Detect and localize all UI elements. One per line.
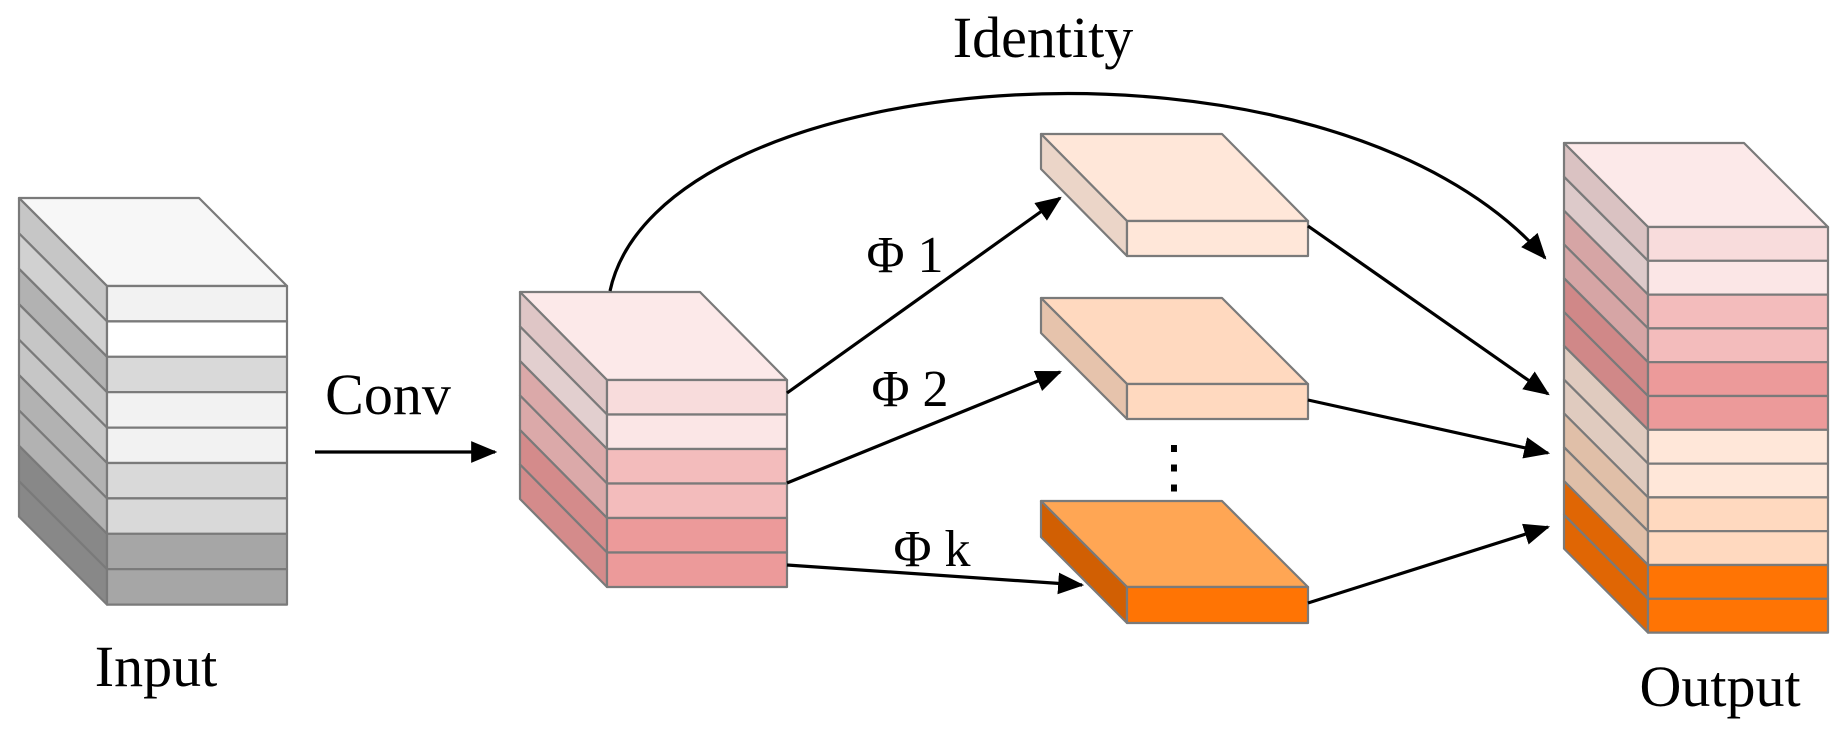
block-front-layer [1646, 428, 1830, 465]
input-label: Input [95, 634, 217, 699]
output-feature-map [1562, 141, 1830, 634]
phi2-feature-map [1039, 296, 1310, 421]
block-front-layer [1646, 327, 1830, 364]
phi1-label: Φ 1 [866, 227, 943, 284]
block-front-layer [605, 378, 789, 416]
block-front-layer [1125, 382, 1310, 421]
identity-arrow [608, 92, 1547, 292]
block-front-layer [105, 320, 289, 358]
phik-arrow [786, 563, 1085, 595]
block-front-layer [1646, 530, 1830, 567]
block-front-layer [105, 391, 289, 429]
phik-feature-map [1039, 499, 1310, 625]
block-front-layer [1646, 394, 1830, 431]
phi1-to-output-arrow [1307, 224, 1550, 396]
identity-label: Identity [953, 5, 1133, 70]
output-label: Output [1639, 654, 1800, 719]
block-front-layer [105, 355, 289, 394]
block-front-layer [1646, 293, 1830, 330]
phik-to-output-arrow [1307, 523, 1551, 605]
intrinsic-feature-map [518, 290, 789, 589]
block-front-layer [605, 551, 789, 589]
block-front-layer [605, 447, 789, 485]
block-front-layer [105, 284, 289, 323]
block-front-layer [1646, 361, 1830, 398]
phik-label: Φ k [893, 521, 970, 578]
phi1-feature-map [1039, 132, 1310, 258]
conv-label: Conv [325, 362, 451, 427]
block-front-layer [605, 516, 789, 554]
phi1-arrow [786, 196, 1062, 395]
block-front-layer [1646, 597, 1830, 634]
phi2-label: Φ 2 [871, 361, 948, 418]
block-front-layer [1125, 585, 1310, 625]
block-front-layer [1646, 563, 1830, 600]
input-feature-map [17, 196, 289, 606]
block-front-layer [1646, 462, 1830, 499]
block-front-layer [105, 532, 289, 571]
block-front-layer [105, 461, 289, 500]
block-front-layer [105, 497, 289, 535]
block-front-layer [105, 426, 289, 465]
block-front-layer [105, 568, 289, 606]
phi2-to-output-arrow [1307, 398, 1551, 459]
block-front-layer [605, 413, 789, 451]
block-front-layer [1646, 225, 1830, 262]
ellipsis-label: ⋮ [1145, 434, 1203, 499]
block-front-layer [1646, 496, 1830, 533]
block-front-layer [605, 482, 789, 520]
block-front-layer [1646, 259, 1830, 296]
block-front-layer [1125, 219, 1310, 258]
phi2-arrow [786, 370, 1063, 485]
